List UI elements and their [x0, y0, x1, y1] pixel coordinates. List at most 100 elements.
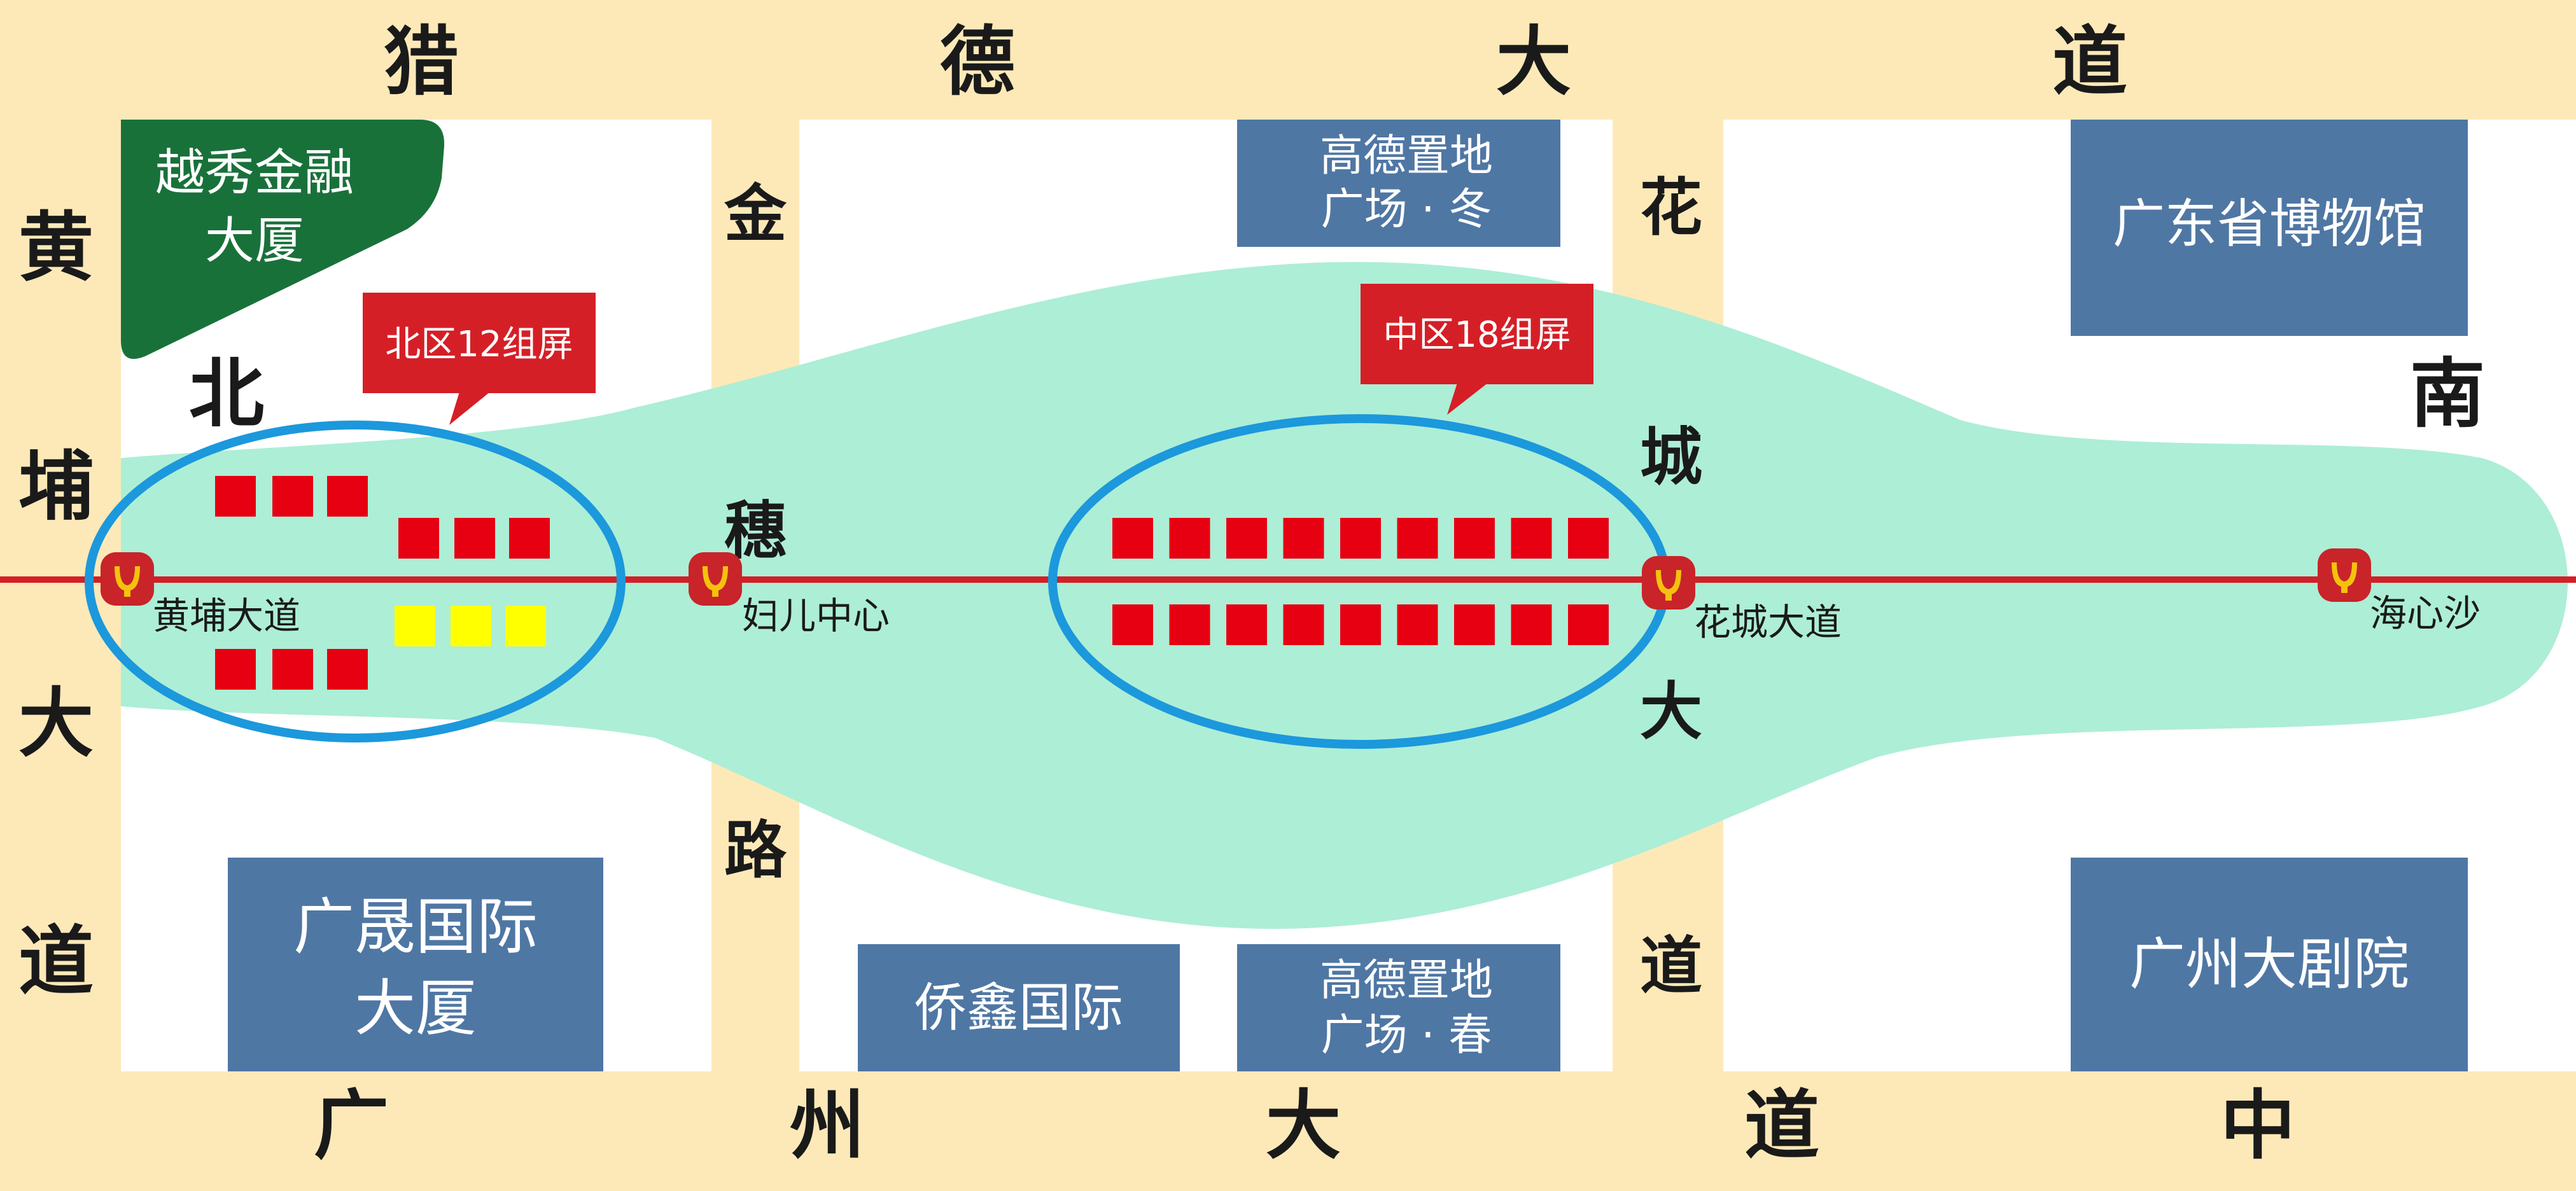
yuexiu-line2: 大厦 — [205, 212, 304, 270]
screen-red — [1511, 518, 1552, 559]
yuexiu-shape — [121, 120, 445, 359]
road-top-char: 道 — [2052, 18, 2127, 106]
road-jinsui-char: 路 — [724, 814, 787, 887]
road-top-char: 德 — [940, 18, 1015, 106]
yuexiu-line1: 越秀金融 — [155, 144, 354, 202]
road-top-char: 大 — [1496, 18, 1571, 106]
qiaoxin-box — [858, 944, 1180, 1071]
screen-red — [509, 518, 550, 559]
guangsheng-box — [228, 858, 603, 1071]
screen-red — [272, 649, 313, 690]
station-label: 花城大道 — [1694, 601, 1842, 644]
road-bottom-char: 中 — [2220, 1082, 2295, 1169]
screen-red — [1568, 604, 1609, 645]
middle-callout-label: 中区18组屏 — [1383, 314, 1571, 356]
station-label: 海心沙 — [2370, 592, 2481, 635]
metro-logo-icon — [2318, 548, 2371, 602]
road-bottom-char: 广 — [314, 1082, 389, 1169]
screen-red — [215, 476, 256, 517]
screen-red — [1454, 518, 1495, 559]
road-huacheng-char: 大 — [1640, 676, 1702, 748]
road-left-char: 黄 — [18, 204, 94, 291]
screen-red — [454, 518, 495, 559]
screen-red — [1340, 518, 1381, 559]
road-bottom-char: 州 — [790, 1082, 865, 1169]
road-huangpu-avenue: 黄 埔 大 道 — [18, 204, 94, 1005]
road-huacheng: 花 城 大 道 — [1640, 172, 1702, 1003]
station-label: 黄埔大道 — [153, 594, 300, 637]
screen-red — [1226, 604, 1267, 645]
road-huacheng-char: 城 — [1640, 421, 1702, 494]
road-huacheng-char: 花 — [1640, 172, 1702, 244]
green-corridor-zone — [121, 261, 2568, 930]
gaode-winter-line1: 高德置地 — [1320, 131, 1493, 181]
south-label: 南 — [2410, 350, 2485, 438]
north-label: 北 — [189, 350, 264, 438]
road-left-char: 道 — [18, 917, 94, 1005]
middle-screen-group — [1112, 518, 1609, 645]
screen-red — [272, 476, 313, 517]
building-museum: 广东省博物馆 — [2071, 120, 2468, 336]
middle-callout: 中区18组屏 — [1361, 284, 1593, 415]
museum-label: 广东省博物馆 — [2113, 194, 2426, 254]
gaode-spring-box — [1237, 944, 1560, 1071]
guangsheng-line1: 广晟国际 — [293, 891, 538, 963]
screen-red — [1568, 518, 1609, 559]
north-callout-pointer — [449, 392, 490, 425]
screen-yellow — [395, 606, 435, 646]
gaode-winter-line2: 广场 · 冬 — [1321, 185, 1492, 235]
screen-red — [1169, 518, 1210, 559]
road-huacheng-char: 道 — [1640, 930, 1702, 1003]
road-jinsui: 金 穗 路 — [724, 178, 787, 887]
screen-red — [1397, 604, 1438, 645]
station-label: 妇儿中心 — [742, 594, 890, 637]
building-yuexiu: 越秀金融 大厦 — [121, 120, 445, 359]
road-top-char: 猎 — [384, 18, 459, 106]
metro-station-huacheng[interactable]: 花城大道 — [1642, 556, 1842, 644]
screen-red — [1340, 604, 1381, 645]
opera-label: 广州大剧院 — [2129, 931, 2409, 997]
museum-box — [2071, 120, 2468, 336]
screen-red — [1283, 518, 1324, 559]
building-guangsheng: 广晟国际 大厦 — [228, 858, 603, 1071]
building-qiaoxin: 侨鑫国际 — [858, 944, 1180, 1071]
road-left-char: 埔 — [18, 443, 94, 531]
gaode-spring-line1: 高德置地 — [1320, 956, 1493, 1006]
road-lied-avenue: 猎 德 大 道 — [384, 18, 2127, 106]
screen-red — [1112, 518, 1153, 559]
building-gaode-winter: 高德置地 广场 · 冬 — [1237, 120, 1560, 247]
metro-station-fuer[interactable]: 妇儿中心 — [689, 552, 890, 637]
screen-red — [327, 476, 368, 517]
road-left-char: 大 — [18, 679, 94, 767]
screen-red — [215, 649, 256, 690]
north-callout-box — [363, 293, 596, 393]
screen-red — [1397, 518, 1438, 559]
screen-yellow — [505, 606, 546, 646]
road-bottom-char: 大 — [1266, 1082, 1341, 1169]
screen-red — [1454, 604, 1495, 645]
north-callout: 北区12组屏 — [363, 293, 596, 425]
north-callout-label: 北区12组屏 — [385, 324, 573, 365]
metro-line — [0, 576, 2576, 583]
road-jinsui-char: 金 — [724, 178, 787, 251]
gaode-winter-box — [1237, 120, 1560, 247]
screen-red — [398, 518, 439, 559]
metro-logo-icon — [1642, 556, 1695, 609]
metro-station-haixinsha[interactable]: 海心沙 — [2318, 548, 2481, 635]
north-zone-ellipse — [85, 421, 626, 742]
screen-red — [327, 649, 368, 690]
screen-red — [1169, 604, 1210, 645]
metro-logo-icon — [101, 552, 154, 606]
screen-yellow — [451, 606, 491, 646]
screen-red — [1511, 604, 1552, 645]
metro-station-huangpu[interactable]: 黄埔大道 — [101, 552, 300, 637]
guangsheng-line2: 大厦 — [354, 973, 477, 1044]
building-gaode-spring: 高德置地 广场 · 春 — [1237, 944, 1560, 1071]
north-screen-group — [215, 476, 550, 690]
middle-callout-box — [1361, 284, 1593, 384]
building-opera: 广州大剧院 — [2071, 858, 2468, 1071]
middle-callout-pointer — [1447, 383, 1488, 415]
opera-box — [2071, 858, 2468, 1071]
screen-red — [1283, 604, 1324, 645]
